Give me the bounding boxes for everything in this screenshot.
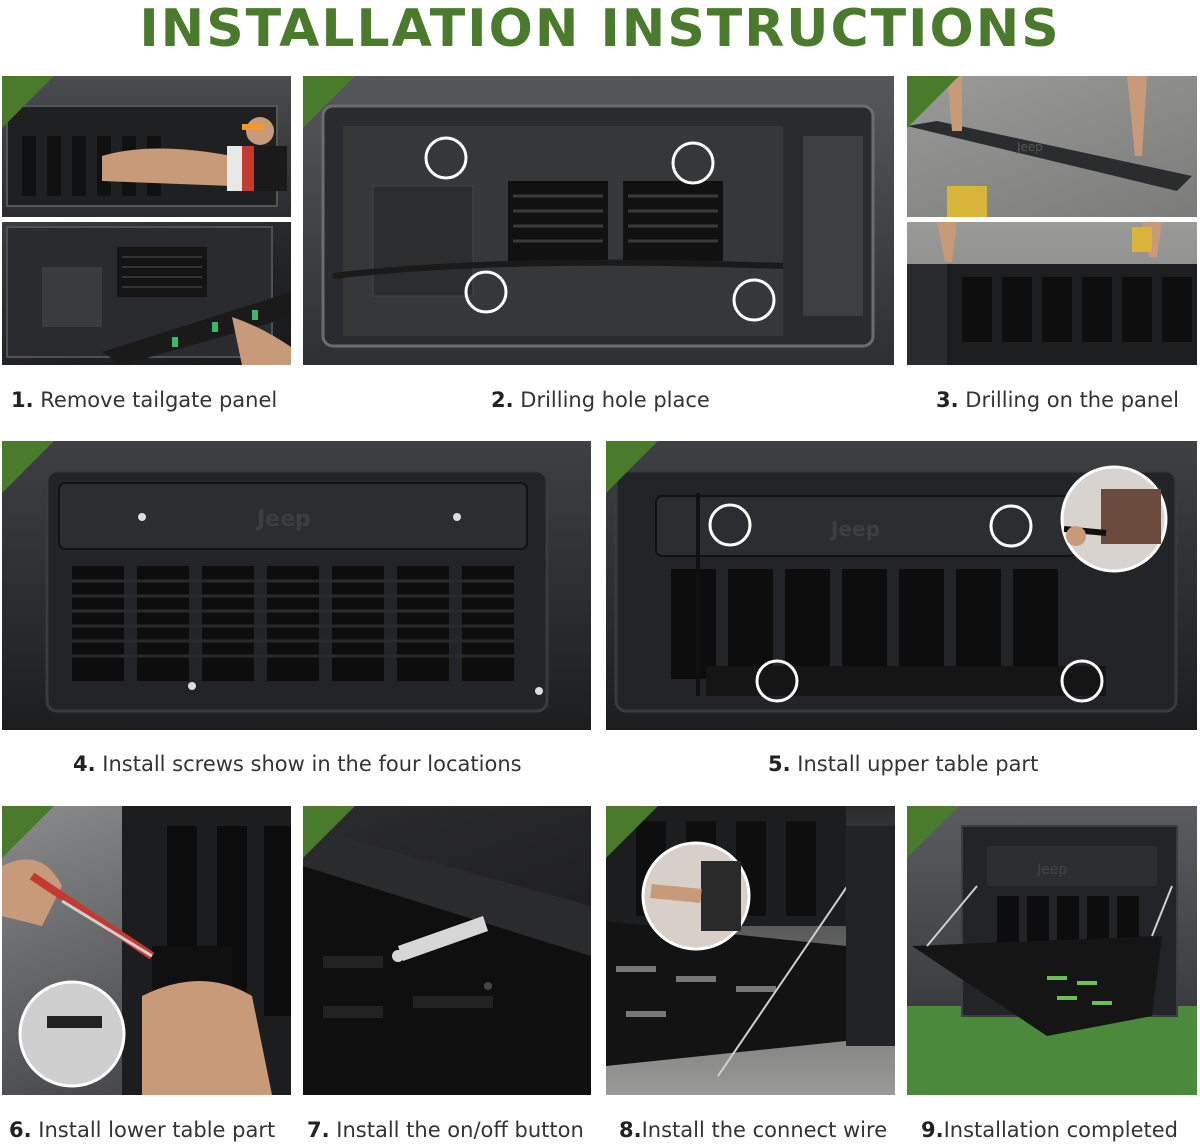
caption-step-2: 2. Drilling hole place: [491, 388, 710, 412]
jeep-logo-emboss: Jeep: [829, 517, 880, 541]
caption-step-3: 3. Drilling on the panel: [936, 388, 1179, 412]
photo-step-3a: Jeep: [907, 76, 1197, 217]
jeep-logo-emboss: Jeep: [1016, 140, 1043, 154]
step-8-illustration: [606, 806, 895, 1077]
step-1b-illustration: [6, 226, 291, 365]
photo-step-6: [2, 806, 291, 1095]
caption-step-7: 7. Install the on/off button: [307, 1118, 584, 1142]
jeep-logo-emboss: Jeep: [1036, 862, 1067, 878]
corner-flag: [606, 806, 658, 858]
corner-flag: [2, 441, 54, 493]
caption-step-9: 9.Installation completed: [921, 1118, 1178, 1142]
step-5-illustration: Jeep: [614, 465, 1178, 713]
photo-step-1b: [2, 222, 291, 365]
photo-step-5: Jeep: [606, 441, 1197, 730]
corner-flag: [303, 76, 355, 128]
photo-step-2: [303, 76, 894, 365]
jeep-logo-emboss: Jeep: [255, 507, 311, 532]
step-1a-illustration: [6, 105, 287, 207]
caption-step-8: 8.Install the connect wire: [619, 1118, 888, 1142]
photo-step-1a: [2, 76, 291, 217]
step-3b-illustration: [907, 222, 1197, 365]
caption-step-1: 1. Remove tailgate panel: [11, 388, 278, 412]
corner-flag: [907, 806, 959, 858]
photo-step-9: Jeep: [907, 806, 1197, 1095]
step-9-illustration: Jeep: [907, 825, 1197, 1095]
photo-step-3b: [907, 222, 1197, 365]
corner-flag: [606, 441, 658, 493]
page-title: INSTALLATION INSTRUCTIONS: [139, 0, 1061, 59]
step-4-illustration: Jeep: [45, 469, 549, 713]
step-6-illustration: [2, 806, 291, 1095]
corner-flag: [2, 76, 54, 128]
caption-step-6: 6. Install lower table part: [9, 1118, 276, 1142]
caption-step-5: 5. Install upper table part: [768, 752, 1039, 776]
corner-flag: [2, 806, 54, 858]
step-2-illustration: [321, 104, 875, 348]
photo-step-4: Jeep: [2, 441, 591, 730]
caption-step-4: 4. Install screws show in the four locat…: [73, 752, 522, 776]
corner-flag: [303, 806, 355, 858]
step-7-illustration: [303, 826, 591, 1095]
photo-step-8: [606, 806, 895, 1095]
corner-flag: [907, 76, 959, 128]
photo-step-7: [303, 806, 591, 1095]
